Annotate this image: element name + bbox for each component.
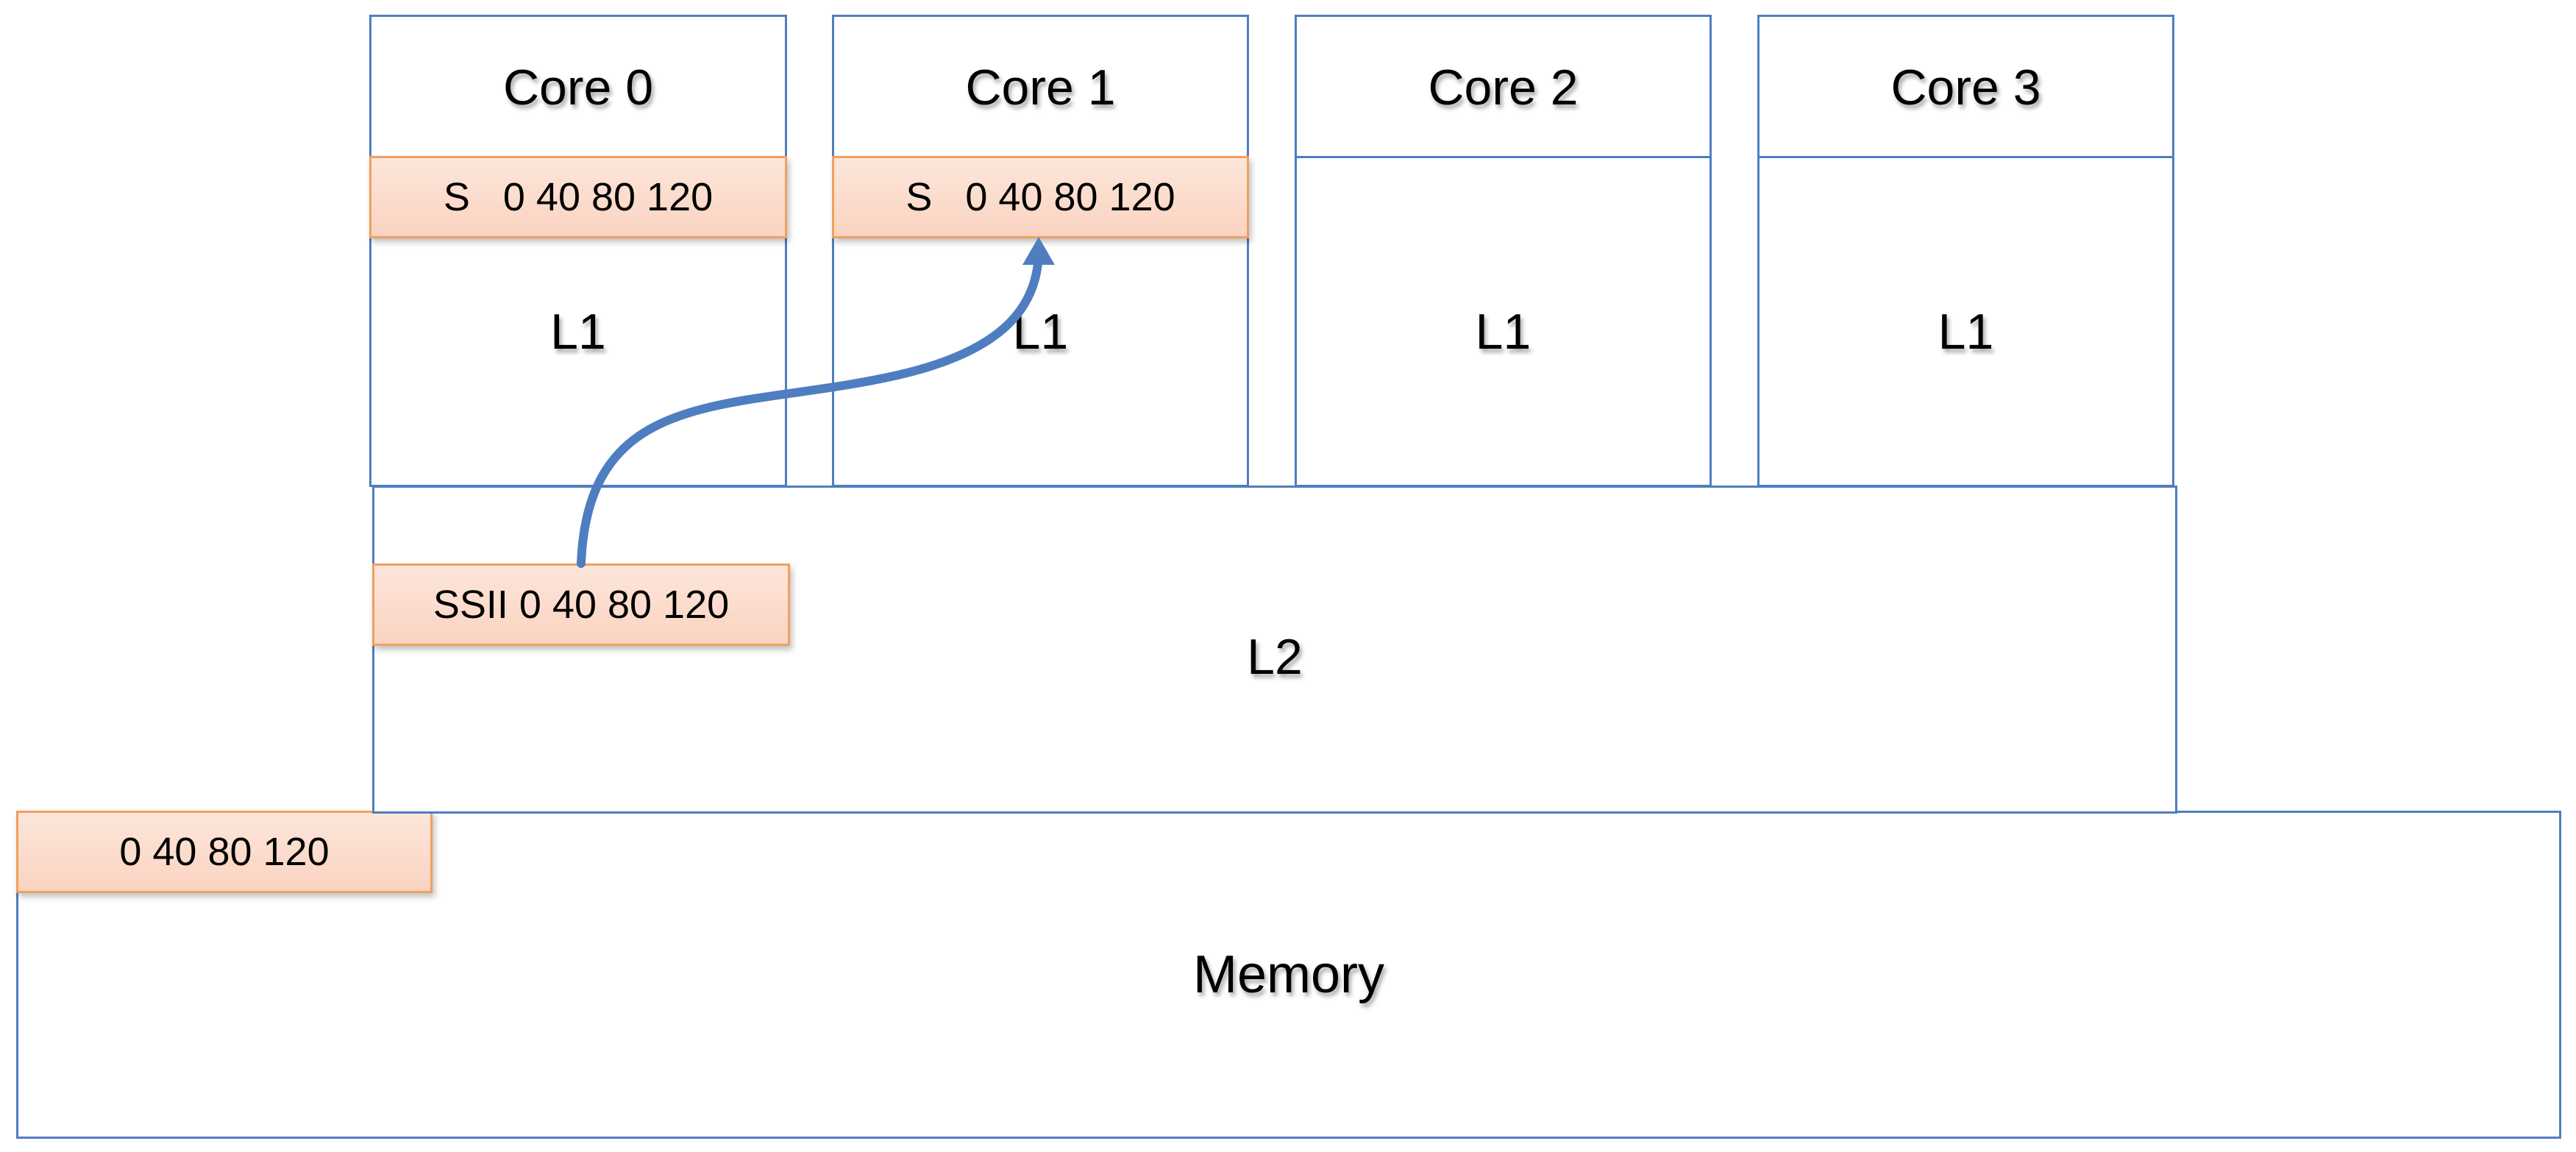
core-2-box: Core 2 L1 <box>1295 15 1712 487</box>
core-1-line-tag: S 0 40 80 120 <box>832 156 1249 238</box>
l2-line-tag: SSII 0 40 80 120 <box>372 563 790 646</box>
transfer-arrow-line <box>577 249 1043 568</box>
l2-box: L2 <box>372 486 2177 814</box>
core-2-header <box>1297 17 1709 158</box>
core-2-l1-label: L1 <box>1475 304 1531 360</box>
core-3-box: Core 3 L1 <box>1757 15 2174 487</box>
core-3-title: Core 3 <box>1890 60 2041 115</box>
memory-box: Memory <box>16 811 2561 1139</box>
core-0-title: Core 0 <box>502 60 654 115</box>
core-1-title: Core 1 <box>965 60 1116 115</box>
memory-label: Memory <box>1192 945 1384 1004</box>
memory-line-tag: 0 40 80 120 <box>16 811 433 893</box>
core-3-header <box>1760 17 2172 158</box>
core-0-l1-label: L1 <box>550 304 606 360</box>
l2-label: L2 <box>1247 629 1303 685</box>
transfer-arrow-head <box>1022 237 1055 265</box>
core-0-line-tag: S 0 40 80 120 <box>369 156 787 238</box>
core-3-l1-label: L1 <box>1938 304 1994 360</box>
core-2-title: Core 2 <box>1428 60 1579 115</box>
